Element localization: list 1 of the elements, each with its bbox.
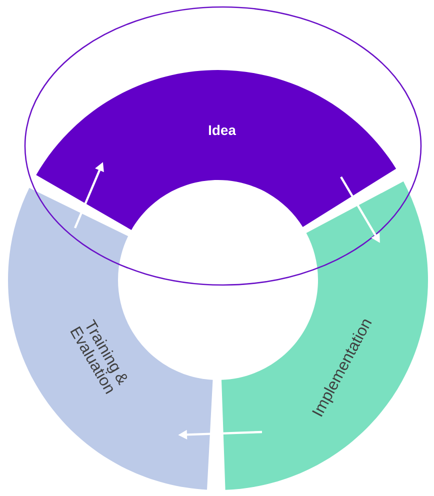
ring-segment: Idea <box>36 70 396 230</box>
